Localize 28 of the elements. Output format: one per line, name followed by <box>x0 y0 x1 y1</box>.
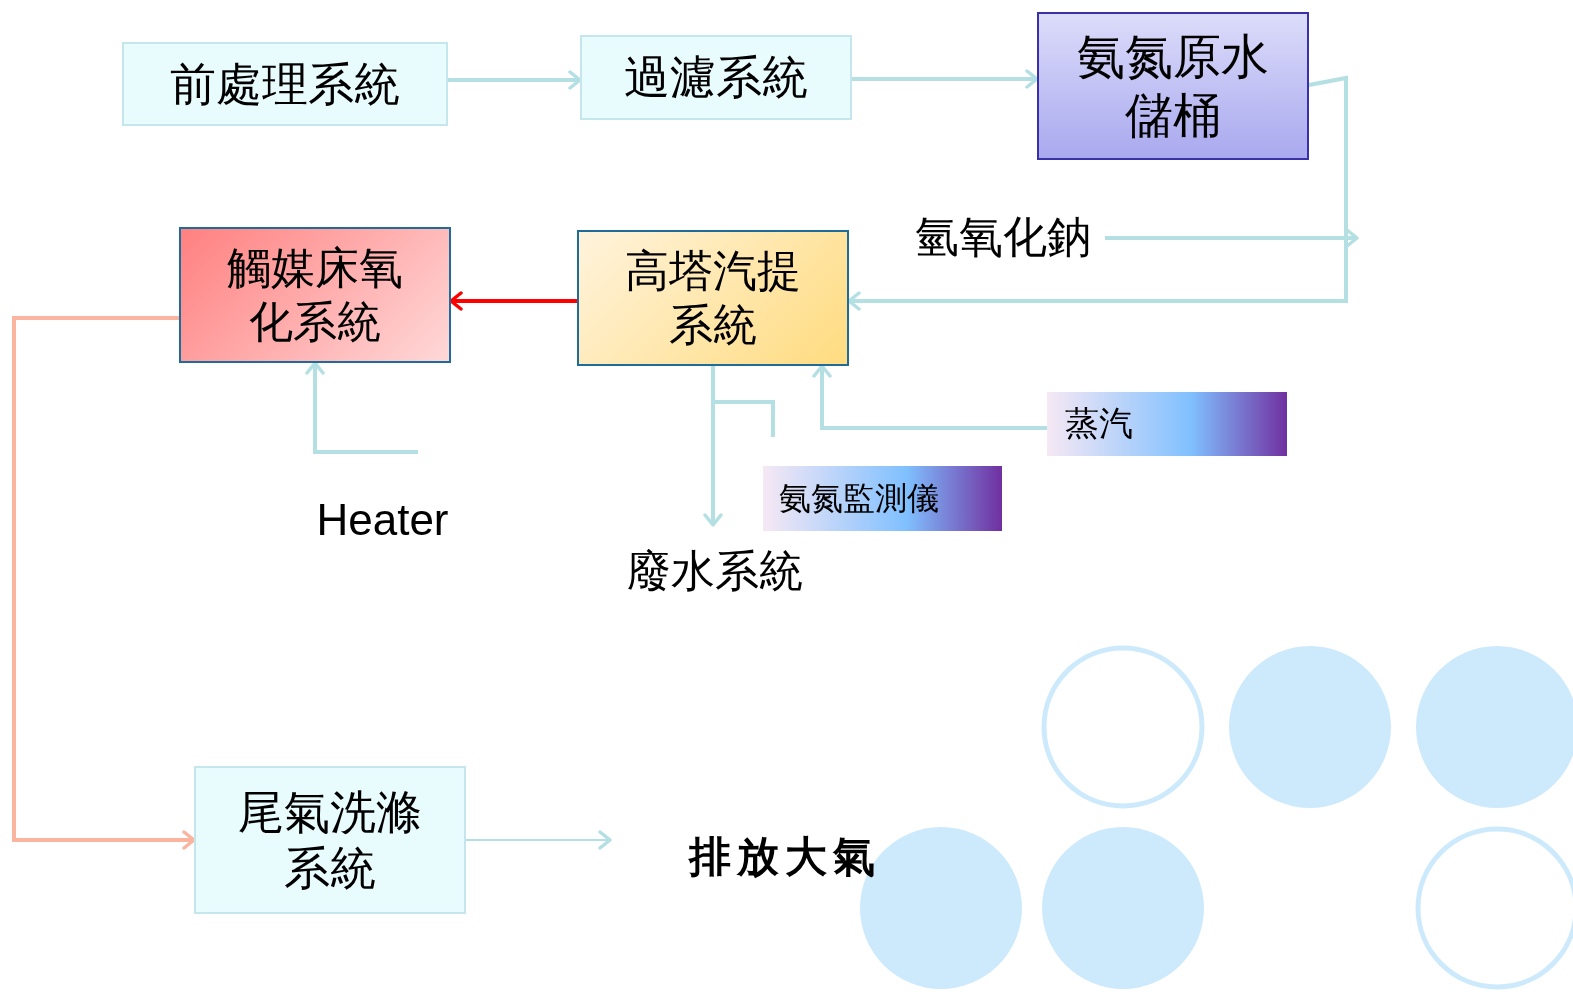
node-label: 廢水系統 <box>627 544 803 598</box>
arrow <box>465 830 612 850</box>
arrow <box>852 69 1039 89</box>
process-box <box>580 35 852 120</box>
process-box <box>179 227 451 363</box>
node-label: 尾氣洗滌系統 <box>237 783 423 897</box>
node-label: 氫氧化鈉 <box>914 210 1091 264</box>
node-label: 高塔汽提系統 <box>624 244 802 352</box>
node-label: Heater <box>316 494 449 547</box>
arrow <box>305 361 418 454</box>
arrow <box>12 316 196 850</box>
node-label: 過濾系統 <box>624 49 808 106</box>
connector-line <box>711 366 775 437</box>
node-label: 前處理系統 <box>170 55 400 113</box>
process-box <box>1037 12 1309 160</box>
node-label: 氨氮原水儲桶 <box>1076 27 1270 145</box>
arrow <box>812 364 1047 430</box>
label-box <box>763 466 1002 531</box>
process-box <box>194 766 466 914</box>
arrow <box>448 70 582 90</box>
node-label: 觸媒床氧化系統 <box>226 241 404 349</box>
node-label: 排放大氣 <box>688 831 881 883</box>
node-label: 氨氮監測儀 <box>779 479 939 518</box>
arrow <box>1105 228 1359 248</box>
label-box <box>1047 392 1287 456</box>
process-box <box>577 230 849 366</box>
node-label: 蒸汽 <box>1065 403 1133 445</box>
process-box <box>122 42 448 126</box>
